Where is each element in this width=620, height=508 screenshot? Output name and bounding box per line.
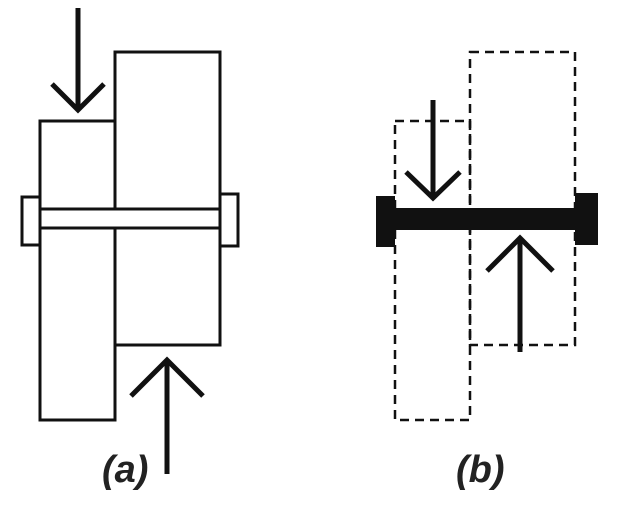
- panel-a: [20, 8, 240, 474]
- up-arrow-b: [485, 234, 555, 352]
- bolt-head-right-b: [575, 193, 598, 245]
- left-plate-a: [38, 119, 117, 422]
- bolt-head-left-a: [20, 195, 42, 247]
- bolt-head-left-b: [376, 196, 395, 247]
- down-arrow-b: [404, 100, 462, 202]
- panel-b-label: (b): [456, 449, 505, 491]
- panel-b: [376, 50, 598, 422]
- down-arrow-a: [50, 8, 106, 114]
- panel-a-label: (a): [102, 449, 148, 491]
- bolt-shank-b: [390, 208, 578, 230]
- right-plate-a: [113, 50, 222, 347]
- bolt-shank-a: [38, 207, 222, 230]
- bolt-head-right-a: [218, 192, 240, 248]
- up-arrow-a: [129, 356, 205, 474]
